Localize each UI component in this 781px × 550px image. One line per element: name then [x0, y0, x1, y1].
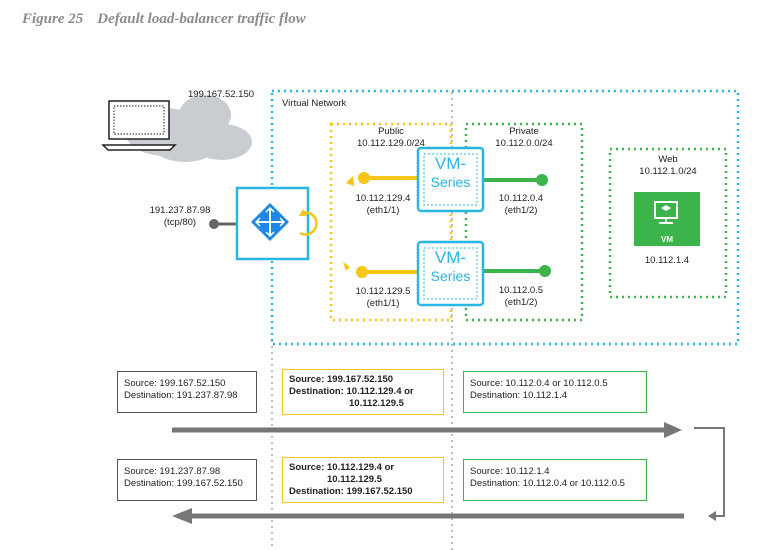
flow-source: Source: 191.237.87.98 [124, 466, 221, 477]
load-balancer-label: 191.237.87.98 (tcp/80) [140, 205, 220, 229]
load-balancer-ip: 191.237.87.98 [149, 205, 211, 216]
vm-series-2-name-line1: VM- [434, 248, 467, 267]
public-subnet-name: Public [378, 126, 404, 137]
flow-destination: Destination: 10.112.0.4 or 10.112.0.5 [470, 478, 625, 489]
flow-source: Source: 10.112.0.4 or 10.112.0.5 [470, 378, 608, 389]
flow-source: Source: 199.167.52.150 [124, 378, 226, 389]
vm-icon [634, 192, 700, 246]
vm-series-2-name: VM- Series [418, 249, 483, 285]
flow-destination-cont: 10.112.129.5 [349, 398, 404, 409]
fw1-private-if: (eth1/2) [504, 205, 538, 216]
virtual-network-label: Virtual Network [282, 98, 347, 109]
vm-series-firewall-1-icon [416, 146, 485, 213]
figure-title: Default load-balancer traffic flow [97, 11, 306, 27]
fw1-public-ip: 10.112.129.4 [355, 193, 411, 204]
fw2-public-if: (eth1/1) [366, 298, 400, 309]
fw1-public-if: (eth1/1) [366, 205, 400, 216]
private-subnet-label: Private 10.112.0.0/24 [466, 126, 582, 150]
vm-series-1-name-line1: VM- [434, 154, 467, 173]
fw2-public-ip: 10.112.129.5 [355, 286, 411, 297]
laptop-icon [101, 100, 177, 151]
private-subnet-name: Private [509, 126, 539, 137]
flow-source: Source: 10.112.1.4 [470, 466, 550, 477]
private-subnet-cidr: 10.112.0.0/24 [495, 138, 553, 149]
web-subnet-name: Web [658, 154, 678, 165]
inbound-public-flow-box: Source: 199.167.52.150 Destination: 10.1… [282, 369, 444, 415]
inbound-internet-flow-box: Source: 199.167.52.150 Destination: 191.… [117, 371, 257, 413]
fw2-private-if: (eth1/2) [504, 297, 538, 308]
outbound-public-flow-box: Source: 10.112.129.4 or 10.112.129.5 Des… [282, 457, 444, 503]
fw2-private-ip: 10.112.0.5 [498, 285, 544, 296]
vm-series-2-name-line2: Series [430, 268, 471, 284]
vm-series-1-name-line2: Series [430, 174, 471, 190]
figure-number: Figure 25 [22, 11, 84, 27]
public-subnet-label: Public 10.112.129.0/24 [331, 126, 451, 150]
flow-destination: Destination: 10.112.1.4 [470, 390, 568, 401]
public-subnet-cidr: 10.112.129.0/24 [357, 138, 425, 149]
web-vm-ip: 10.112.1.4 [644, 255, 690, 266]
flow-destination: Destination: 199.167.52.150 [289, 486, 413, 497]
fw1-private-ip: 10.112.0.4 [498, 193, 544, 204]
load-balancer-port: (tcp/80) [163, 217, 197, 228]
outbound-private-flow-box: Source: 10.112.1.4 Destination: 10.112.0… [463, 459, 647, 501]
fw2-public-interface-label: 10.112.129.5 (eth1/1) [347, 286, 419, 310]
web-subnet-cidr: 10.112.1.0/24 [639, 166, 697, 177]
flow-source: Source: 199.167.52.150 [289, 374, 394, 385]
inbound-private-flow-box: Source: 10.112.0.4 or 10.112.0.5 Destina… [463, 371, 647, 413]
fw1-private-interface-label: 10.112.0.4 (eth1/2) [486, 193, 556, 217]
outbound-internet-flow-box: Source: 191.237.87.98 Destination: 199.1… [117, 459, 257, 501]
public-subnet-boundary [329, 122, 453, 322]
flow-destination: Destination: 191.237.87.98 [124, 390, 238, 401]
figure-caption: Figure 25 Default load-balancer traffic f… [22, 11, 306, 28]
flow-source-cont: 10.112.129.5 [327, 474, 382, 485]
frontend-endpoint [209, 219, 219, 229]
flow-destination: Destination: 10.112.129.4 or [289, 386, 414, 397]
flow-source: Source: 10.112.129.4 or [289, 462, 395, 473]
flow-destination: Destination: 199.167.52.150 [124, 478, 243, 489]
fw2-private-interface-label: 10.112.0.5 (eth1/2) [486, 285, 556, 309]
fw1-public-interface-label: 10.112.129.4 (eth1/1) [347, 193, 419, 217]
return-path [694, 427, 725, 517]
client-ip-label: 199.167.52.150 [188, 89, 255, 100]
vm-series-1-name: VM- Series [418, 155, 483, 191]
vm-series-firewall-2-icon [416, 240, 485, 307]
vm-icon-label: VM [661, 235, 673, 244]
web-subnet-label: Web 10.112.1.0/24 [610, 154, 726, 178]
load-balancer-icon [235, 186, 318, 261]
